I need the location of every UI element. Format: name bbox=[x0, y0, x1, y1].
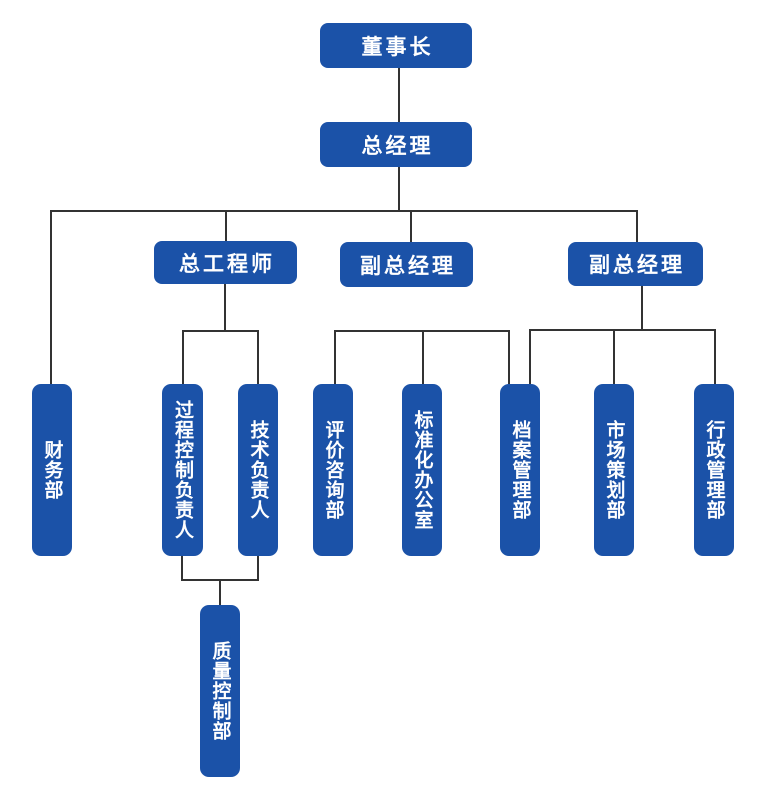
connector-line bbox=[422, 330, 424, 384]
node-finance-dept-label: 财务部 bbox=[41, 440, 64, 500]
node-administration-dept-label: 行政管理部 bbox=[703, 420, 726, 520]
connector-line bbox=[410, 210, 412, 242]
node-chairman-label: 董事长 bbox=[361, 34, 434, 59]
node-standardization-office-label: 标准化办公室 bbox=[411, 410, 434, 530]
node-finance-dept: 财务部 bbox=[32, 384, 72, 556]
node-market-planning-dept-label: 市场策划部 bbox=[603, 420, 626, 520]
node-general-manager-label: 总经理 bbox=[361, 133, 434, 158]
node-technical-manager-label: 技术负责人 bbox=[247, 420, 270, 520]
node-deputy-gm-2: 副总经理 bbox=[568, 242, 703, 286]
node-deputy-gm-2-label: 副总经理 bbox=[589, 253, 685, 277]
connector-line bbox=[224, 284, 226, 330]
connector-line bbox=[182, 330, 184, 384]
connector-line bbox=[334, 330, 336, 384]
connector-line bbox=[257, 330, 259, 384]
node-general-manager: 总经理 bbox=[320, 122, 472, 167]
node-chief-engineer: 总工程师 bbox=[154, 241, 297, 284]
connector-line bbox=[529, 329, 716, 331]
connector-line bbox=[613, 329, 615, 384]
node-evaluation-consulting-dept: 评价咨询部 bbox=[313, 384, 353, 556]
node-process-control-manager: 过程控制负责人 bbox=[162, 384, 203, 556]
node-deputy-gm-1-label: 副总经理 bbox=[360, 253, 456, 278]
node-deputy-gm-1: 副总经理 bbox=[340, 242, 473, 287]
node-archives-management-dept-label: 档案管理部 bbox=[509, 420, 532, 520]
node-process-control-manager-label: 过程控制负责人 bbox=[172, 400, 194, 540]
connector-line bbox=[636, 210, 638, 242]
connector-line bbox=[181, 556, 183, 581]
connector-line bbox=[508, 330, 510, 384]
node-quality-control-dept-label: 质量控制部 bbox=[209, 641, 232, 741]
connector-line bbox=[714, 329, 716, 384]
node-archives-management-dept: 档案管理部 bbox=[500, 384, 540, 556]
connector-line bbox=[257, 556, 259, 581]
node-standardization-office: 标准化办公室 bbox=[402, 384, 442, 556]
connector-line bbox=[529, 329, 531, 384]
connector-line bbox=[50, 210, 638, 212]
node-technical-manager: 技术负责人 bbox=[238, 384, 278, 556]
connector-line bbox=[182, 330, 259, 332]
connector-line bbox=[225, 210, 227, 241]
node-quality-control-dept: 质量控制部 bbox=[200, 605, 240, 777]
connector-line bbox=[398, 68, 400, 122]
connector-line bbox=[50, 210, 52, 384]
node-chief-engineer-label: 总工程师 bbox=[179, 251, 275, 276]
connector-line bbox=[398, 167, 400, 212]
connector-line bbox=[641, 286, 643, 329]
node-administration-dept: 行政管理部 bbox=[694, 384, 734, 556]
node-evaluation-consulting-dept-label: 评价咨询部 bbox=[322, 420, 345, 520]
connector-line bbox=[219, 579, 221, 605]
node-market-planning-dept: 市场策划部 bbox=[594, 384, 634, 556]
node-chairman: 董事长 bbox=[320, 23, 472, 68]
